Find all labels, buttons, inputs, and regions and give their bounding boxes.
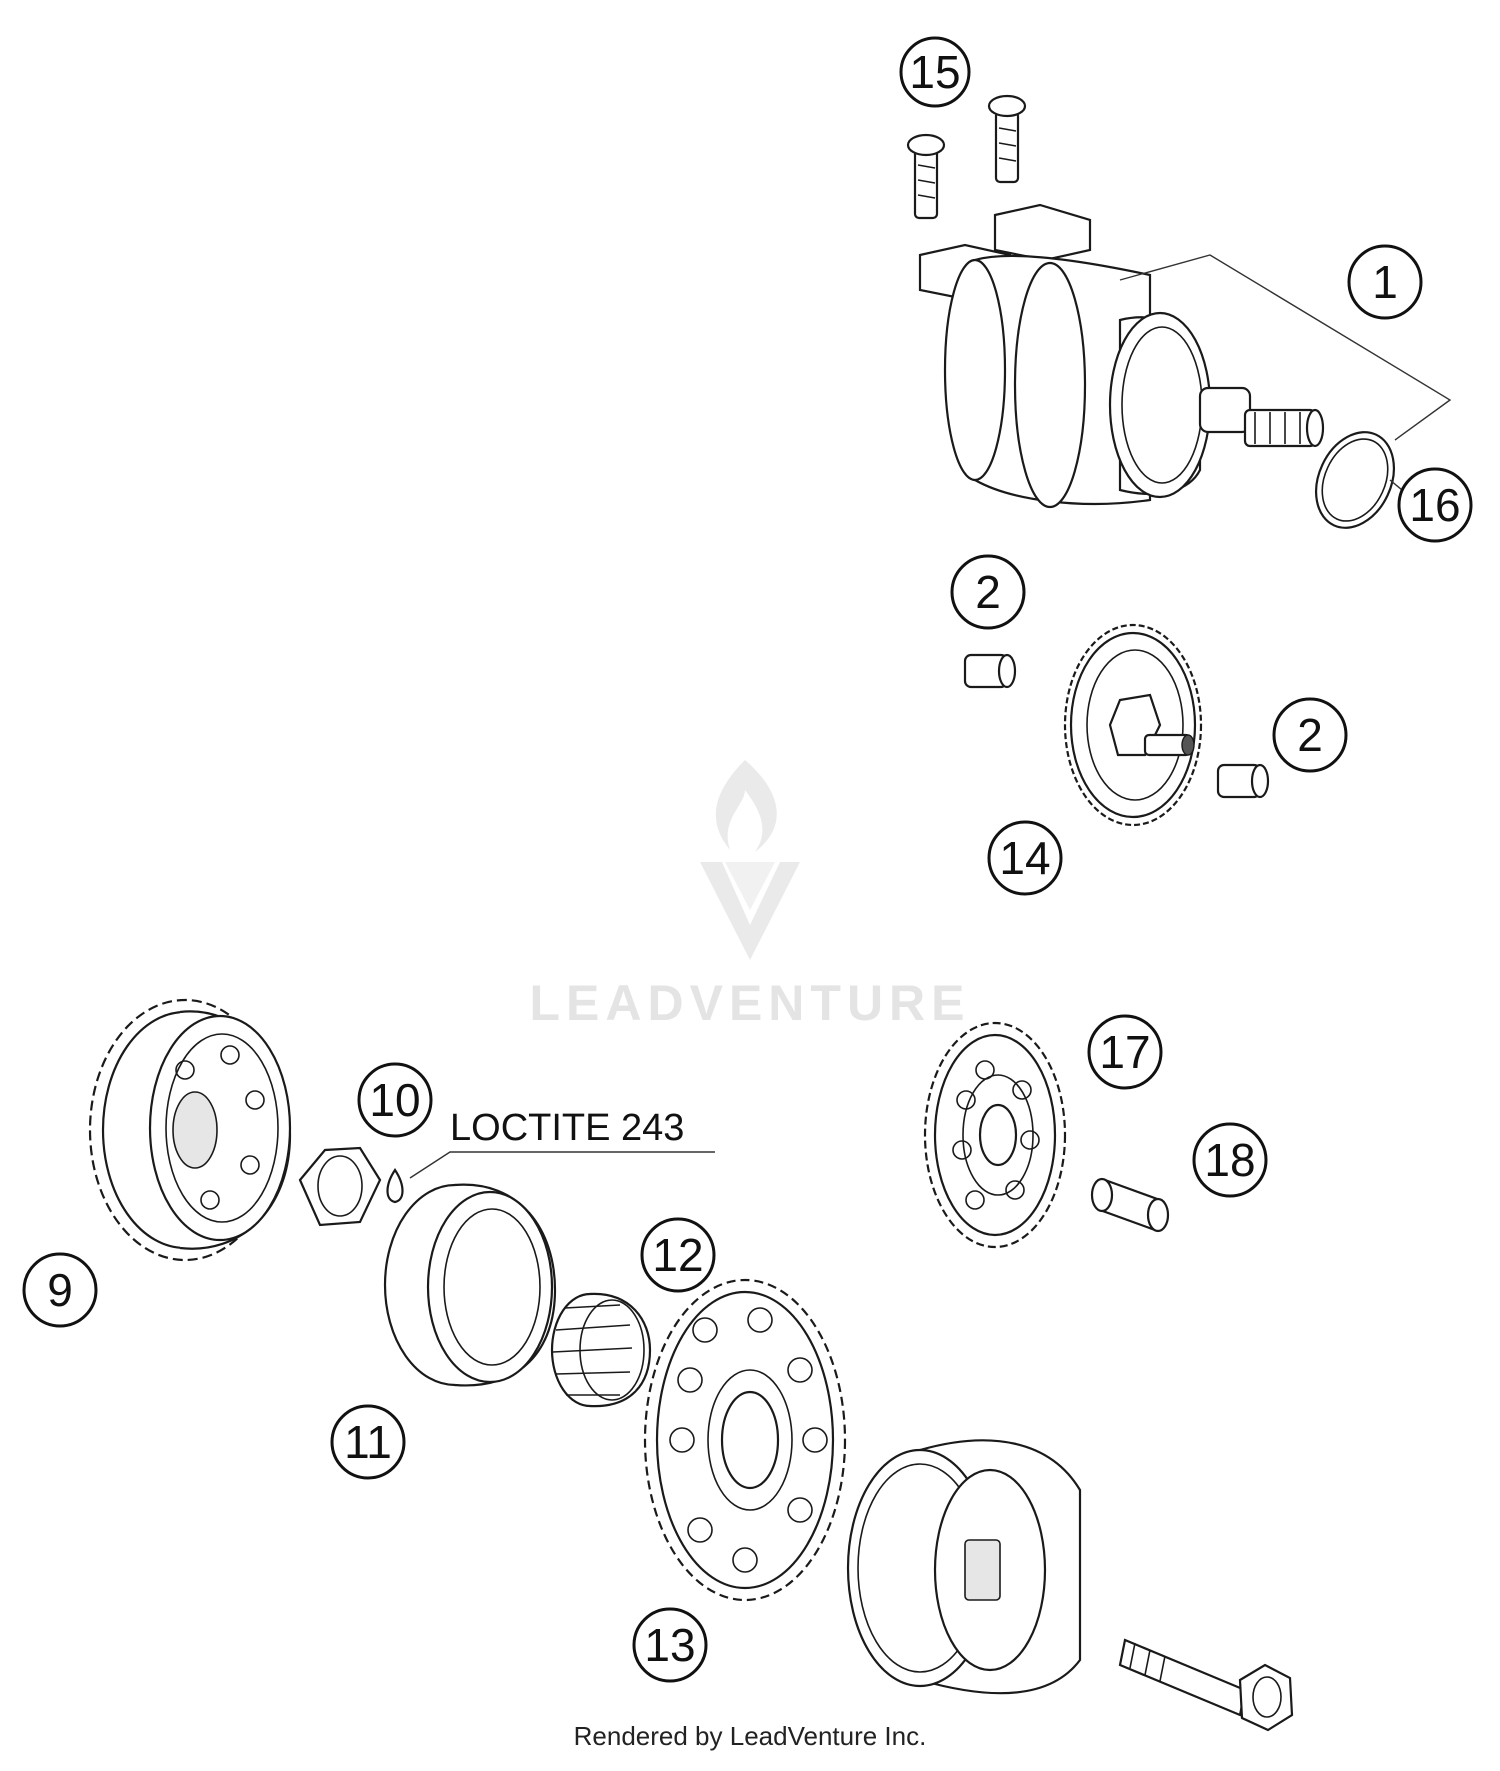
loctite-note: LOCTITE 243 [450,1107,684,1149]
callout-1: 1 [1347,244,1423,320]
svg-text:13: 13 [644,1619,695,1671]
part-rotor [846,1439,1082,1695]
callout-17: 17 [1087,1014,1163,1090]
callout-2-lower: 2 [1272,697,1348,773]
callout-15: 15 [899,36,971,108]
part-2-bushing-lower [1216,763,1270,799]
callout-9: 9 [22,1252,98,1328]
part-13-starter-gear [643,1278,847,1602]
svg-text:1: 1 [1372,256,1398,308]
part-17-gear [923,1021,1067,1249]
part-rotor-bolt [1118,1638,1294,1732]
svg-text:10: 10 [369,1074,420,1126]
part-2-bushing-upper [963,653,1017,689]
part-nut [298,1146,382,1227]
part-18-pin [1090,1177,1170,1233]
part-1-starter-motor [918,203,1325,509]
svg-text:15: 15 [909,46,960,98]
svg-text:9: 9 [47,1264,73,1316]
svg-text:2: 2 [975,566,1001,618]
part-11-freewheel-ring [383,1183,557,1387]
svg-text:16: 16 [1409,479,1460,531]
svg-text:12: 12 [652,1229,703,1281]
svg-text:14: 14 [999,832,1050,884]
footer-credit: Rendered by LeadVenture Inc. [574,1721,927,1751]
part-15-bolts [906,94,1027,220]
svg-text:18: 18 [1204,1134,1255,1186]
part-14-idler-gear [1063,623,1203,827]
watermark-text: LEADVENTURE [529,975,970,1031]
callout-2-upper: 2 [950,554,1026,630]
part-12-needle-bearing [550,1292,652,1408]
watermark-logo [700,760,800,960]
part-10-loctite-drop [386,1168,404,1204]
callout-18: 18 [1192,1122,1268,1198]
callout-10: 10 [357,1062,433,1138]
callout-11: 11 [330,1404,406,1480]
callout-12: 12 [640,1217,716,1293]
callout-14: 14 [987,820,1063,896]
leader-1 [1119,254,1452,441]
part-9-gear-assembly [88,998,292,1262]
leader-loctite [409,1151,715,1179]
part-16-o-ring [1315,431,1395,529]
svg-text:17: 17 [1099,1026,1150,1078]
callout-16: 16 [1397,467,1473,543]
callout-13: 13 [632,1607,708,1683]
svg-text:11: 11 [344,1416,392,1468]
svg-text:2: 2 [1297,709,1323,761]
